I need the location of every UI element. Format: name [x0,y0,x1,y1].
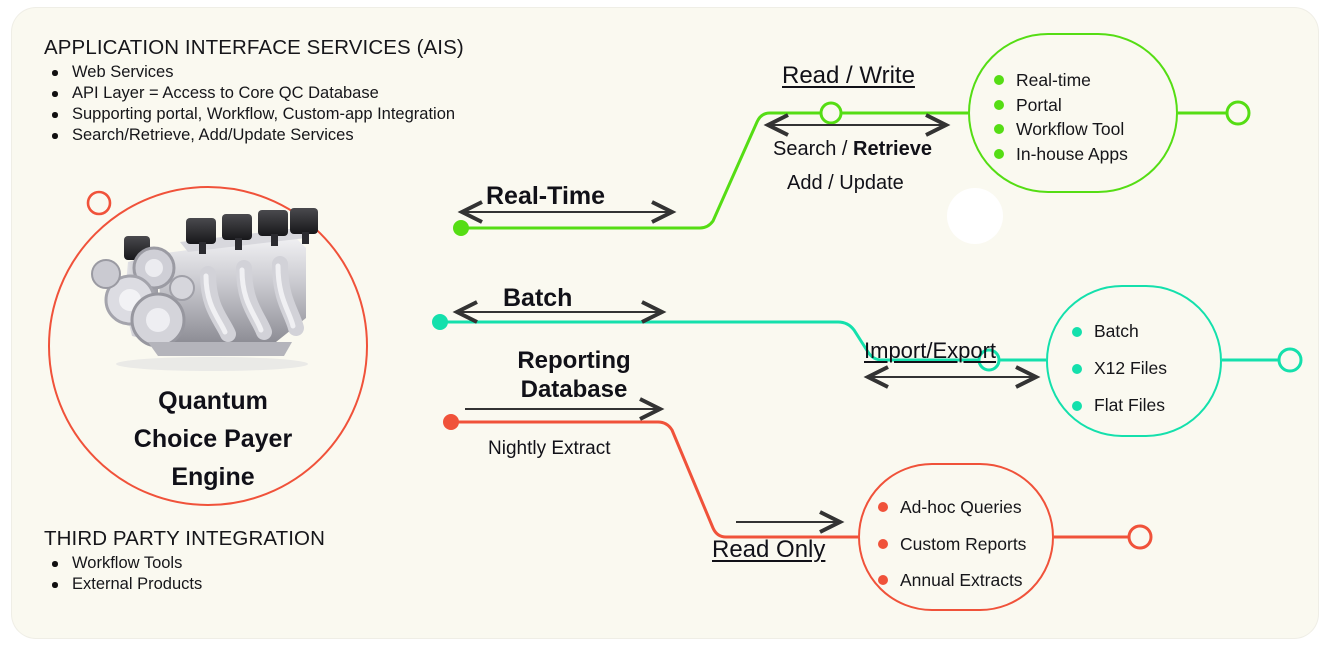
ais-list: Web Services API Layer = Access to Core … [44,62,564,146]
engine-circle [48,186,368,506]
engine-label-line1: Quantum [158,387,268,415]
label-search-retrieve: Search / Retrieve [773,138,932,161]
decorative-circle [947,188,1003,244]
label-reporting-database-line2: Database [520,376,628,403]
pod-batch-list: Batch X12 Files Flat Files [1048,287,1220,424]
list-item: Real-time [990,68,1176,93]
pod-batch-files: Batch X12 Files Flat Files [1046,285,1222,437]
label-reporting-database-line1: Reporting [517,347,631,374]
label-retrieve: Retrieve [853,138,932,160]
pod-reporting-consumers: Ad-hoc Queries Custom Reports Annual Ext… [858,463,1054,611]
third-party-list: Workflow Tools External Products [44,553,444,595]
list-item: Ad-hoc Queries [874,489,1052,526]
list-item: Web Services [44,62,564,83]
v8-engine-image [91,208,318,371]
list-item: External Products [44,574,444,595]
label-nightly-extract: Nightly Extract [488,438,611,459]
label-import-export: Import/Export [864,338,997,363]
label-add-update: Add / Update [787,172,904,194]
ais-section: APPLICATION INTERFACE SERVICES (AIS) Web… [44,36,564,146]
list-item: Workflow Tool [990,117,1176,142]
list-item: In-house Apps [990,142,1176,167]
ais-title: APPLICATION INTERFACE SERVICES (AIS) [44,36,464,59]
label-batch: Batch [503,284,573,312]
list-item: Flat Files [1068,387,1220,424]
list-item: X12 Files [1068,350,1220,387]
pod-reporting-list: Ad-hoc Queries Custom Reports Annual Ext… [860,465,1052,599]
pod-realtime-list: Real-time Portal Workflow Tool In-house … [970,35,1176,166]
list-item: Supporting portal, Workflow, Custom-app … [44,104,564,125]
list-item: Portal [990,93,1176,118]
list-item: Search/Retrieve, Add/Update Services [44,125,564,146]
third-party-section: THIRD PARTY INTEGRATION Workflow Tools E… [44,527,444,595]
engine-label: Quantum Choice Payer Engine [88,382,338,496]
label-real-time: Real-Time [486,182,606,210]
list-item: API Layer = Access to Core QC Database [44,83,564,104]
list-item: Batch [1068,313,1220,350]
label-search-prefix: Search / [773,138,854,160]
engine-label-line3: Engine [171,463,255,491]
engine-label-line2: Choice Payer [133,425,293,453]
pod-realtime-services: Real-time Portal Workflow Tool In-house … [968,33,1178,193]
label-reporting-database: Reporting Database [484,346,664,404]
list-item: Annual Extracts [874,562,1052,599]
third-party-title: THIRD PARTY INTEGRATION [44,527,325,550]
list-item: Custom Reports [874,526,1052,563]
list-item: Workflow Tools [44,553,444,574]
label-read-write: Read / Write [782,62,915,89]
label-read-only: Read Only [712,536,826,563]
